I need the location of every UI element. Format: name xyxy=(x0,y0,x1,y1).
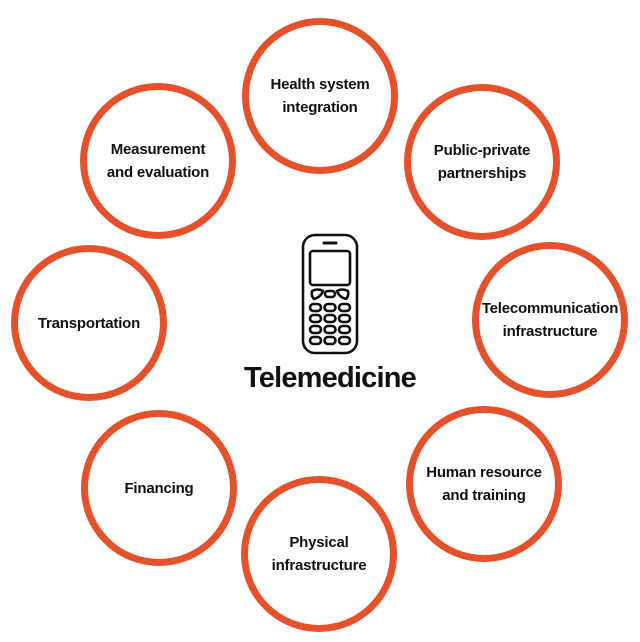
mobile-phone-icon xyxy=(301,233,359,355)
node-human-resource-and-training: Human resource and training xyxy=(406,406,562,562)
node-transportation: Transportation xyxy=(11,245,167,401)
node-physical-infrastructure: Physical infrastructure xyxy=(241,476,397,632)
node-label: Physical infrastructure xyxy=(271,534,367,574)
node-health-system-integration: Health system integration xyxy=(242,18,398,174)
node-public-private-partnerships: Public-private partnerships xyxy=(404,84,560,240)
node-label: Telecommunication infrastructure xyxy=(481,300,619,340)
center-title: Telemedicine xyxy=(244,362,417,394)
node-telecommunication-infrastructure: Telecommunication infrastructure xyxy=(472,242,628,398)
node-label: Human resource and training xyxy=(426,464,542,504)
node-label: Health system integration xyxy=(270,76,370,116)
node-financing: Financing xyxy=(81,410,237,566)
node-label: Transportation xyxy=(37,314,141,332)
node-label: Public-private partnerships xyxy=(433,142,531,182)
node-label: Measurement and evaluation xyxy=(106,141,210,181)
node-measurement-and-evaluation: Measurement and evaluation xyxy=(80,83,236,239)
node-label: Financing xyxy=(124,479,194,497)
